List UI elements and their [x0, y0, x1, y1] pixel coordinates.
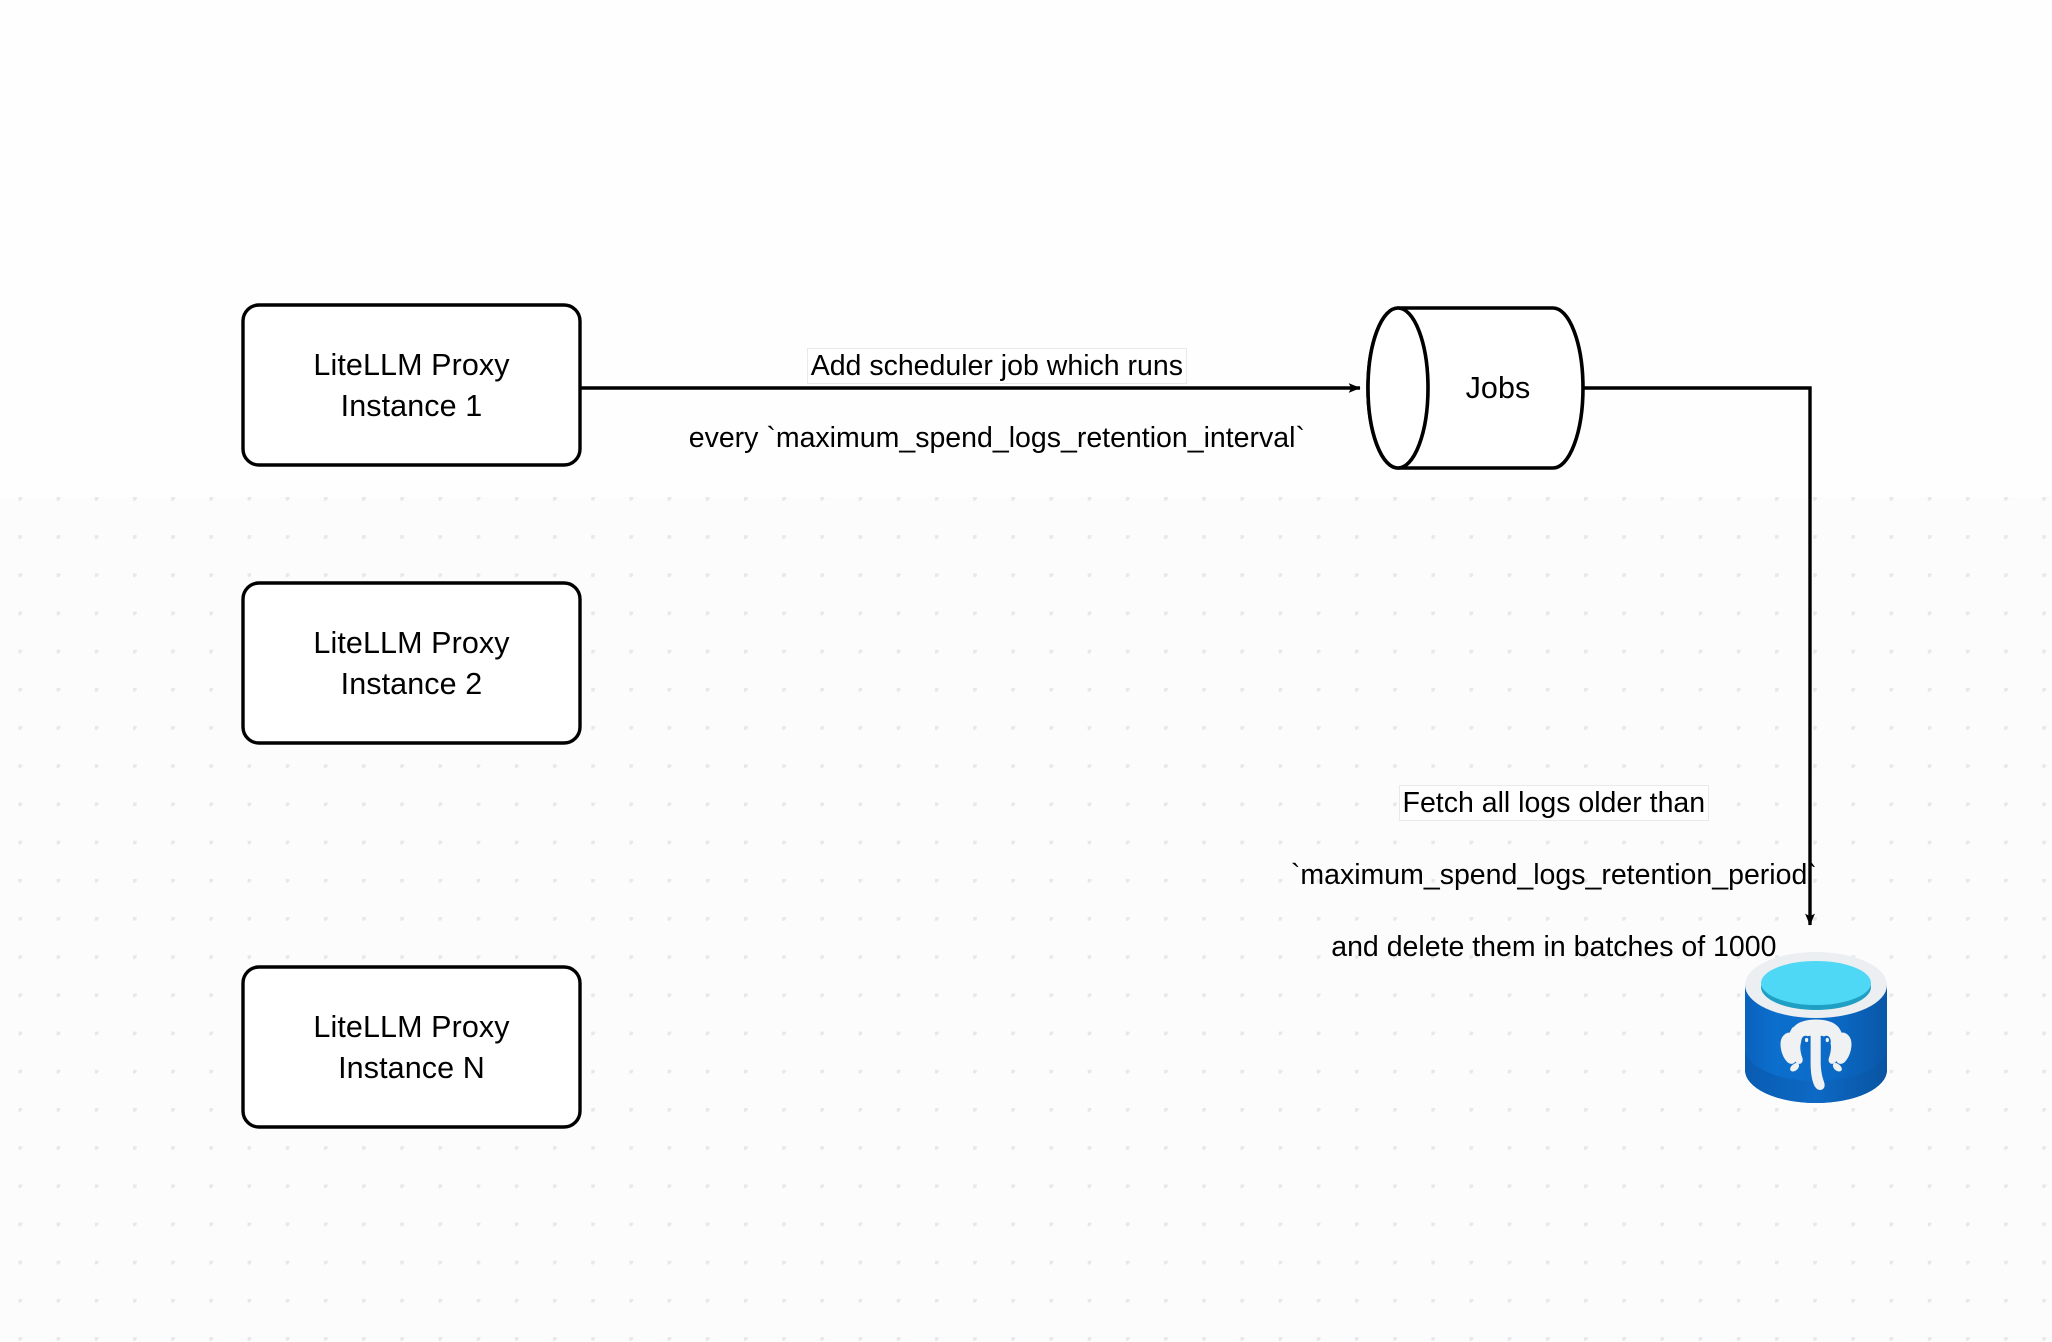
- edge-proxy1-to-jobs-label-line1: Add scheduler job which runs: [807, 349, 1186, 383]
- edge-jobs-to-postgres-label-line2: `maximum_spend_logs_retention_period`: [1290, 859, 1817, 891]
- node-jobs-cylinder-shape[interactable]: [1366, 306, 1585, 470]
- edge-jobs-to-postgres-label: Fetch all logs older than `maximum_spend…: [1258, 749, 1818, 1001]
- edge-jobs-to-postgres-line: [1583, 386, 1815, 926]
- edge-proxy1-to-jobs-label: Add scheduler job which runs every `maxi…: [621, 312, 1341, 492]
- edge-jobs-to-postgres-label-line1: Fetch all logs older than: [1399, 786, 1709, 820]
- node-proxy-instance-n-shape[interactable]: [241, 965, 582, 1129]
- edge-proxy1-to-jobs-label-line2: every `maximum_spend_logs_retention_inte…: [688, 422, 1305, 454]
- edge-jobs-to-postgres-label-line3: and delete them in batches of 1000: [1331, 931, 1777, 963]
- postgres-database-icon[interactable]: [1745, 952, 1887, 1103]
- node-proxy-instance-1-shape[interactable]: [241, 303, 582, 467]
- node-proxy-instance-2-shape[interactable]: [241, 581, 582, 745]
